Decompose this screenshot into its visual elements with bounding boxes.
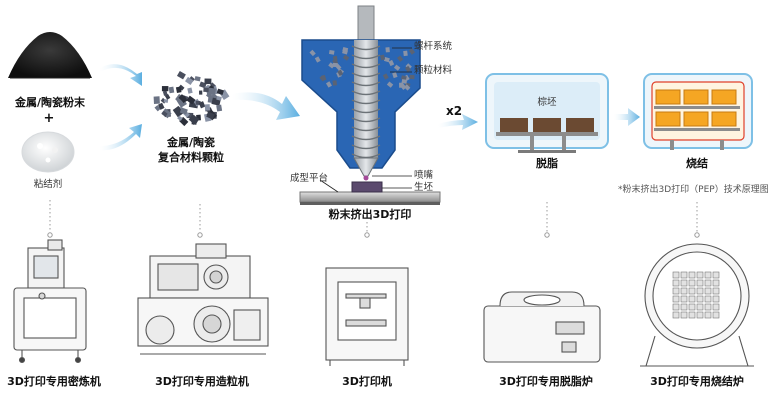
arrow-binder-to-granules bbox=[100, 124, 142, 151]
label-screw-system: 螺杆系统 bbox=[414, 41, 453, 52]
step-debinding: 脱脂 bbox=[536, 157, 558, 170]
machine-3d-printer bbox=[325, 267, 409, 366]
machine-label-printer: 3D打印机 bbox=[342, 375, 392, 388]
binder-granules bbox=[21, 131, 75, 173]
plus-sign: + bbox=[43, 111, 55, 126]
machine-pelletizer bbox=[137, 243, 269, 355]
machine-debind-furnace bbox=[483, 291, 601, 363]
machine-label-mixer: 3D打印专用密炼机 bbox=[7, 375, 101, 388]
extruder-diagram bbox=[301, 5, 421, 181]
step-metal-powder: 金属/陶瓷粉末 bbox=[14, 96, 86, 109]
composite-granules-image bbox=[153, 71, 230, 127]
arrow-debind-to-sinter bbox=[614, 108, 640, 126]
printer-leader-lines bbox=[319, 47, 412, 193]
label-brown-part: 棕坯 bbox=[537, 97, 557, 108]
metal-powder-pile bbox=[8, 32, 92, 79]
machine-label-pelletizer: 3D打印专用造粒机 bbox=[155, 375, 249, 388]
arrow-granules-to-printer bbox=[232, 92, 300, 120]
machine-sinter-furnace bbox=[640, 243, 754, 367]
machine-label-sinter-furnace: 3D打印专用烧结炉 bbox=[650, 375, 744, 388]
footnote: *粉末挤出3D打印（PEP）技术原理图 bbox=[618, 185, 769, 195]
step-granules-line2: 复合材料颗粒 bbox=[158, 151, 224, 164]
step-printing: 粉末挤出3D打印 bbox=[328, 208, 412, 221]
step-granules-line1: 金属/陶瓷 bbox=[166, 136, 216, 149]
arrow-printer-to-debind bbox=[438, 114, 478, 130]
step-sintering: 烧结 bbox=[686, 157, 708, 170]
multiplier: x2 bbox=[446, 104, 463, 118]
label-pellet-material: 颗粒材料 bbox=[414, 65, 453, 76]
machine-internal-mixer bbox=[13, 239, 87, 364]
debind-furnace bbox=[485, 73, 609, 153]
label-green-part: 生坯 bbox=[414, 182, 434, 193]
connector-lines bbox=[49, 200, 698, 232]
green-part bbox=[351, 181, 383, 193]
step-binder: 粘结剂 bbox=[33, 179, 63, 190]
sinter-furnace bbox=[643, 73, 753, 150]
label-build-platform: 成型平台 bbox=[290, 173, 329, 184]
arrow-powder-to-granules bbox=[100, 64, 142, 86]
label-nozzle: 喷嘴 bbox=[414, 170, 434, 181]
connector-dots bbox=[47, 232, 700, 238]
machine-label-debind-furnace: 3D打印专用脱脂炉 bbox=[499, 375, 593, 388]
